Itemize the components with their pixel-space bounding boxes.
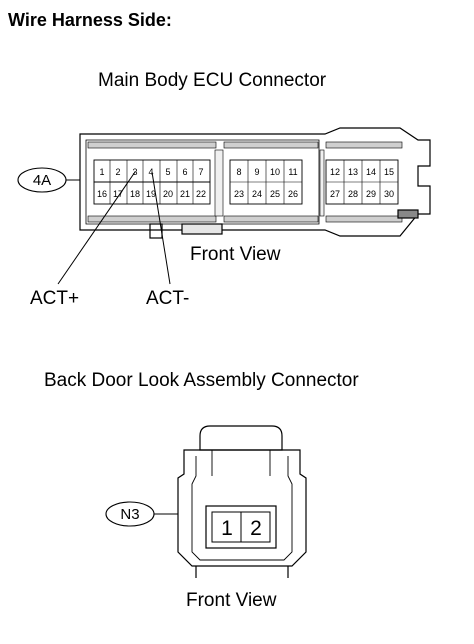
pin-label: 21 (180, 189, 190, 199)
pin-label: 24 (252, 189, 262, 199)
pin-label: 1 (221, 517, 233, 540)
pin-label: 6 (182, 167, 187, 177)
pin-label: 16 (97, 189, 107, 199)
svg-text:N3: N3 (120, 506, 139, 523)
act-minus-callout: ACT- (146, 288, 190, 309)
pin-label: 2 (250, 517, 262, 540)
pin-label: 18 (130, 189, 140, 199)
pin-label: 14 (366, 167, 376, 177)
main-ecu-pin-group-b: 8 9 10 11 23 24 25 26 (229, 159, 303, 205)
act-plus-callout: ACT+ (30, 288, 80, 309)
main-ecu-pin-group-c: 12 13 14 15 27 28 29 30 (325, 159, 399, 205)
pin-label: 17 (113, 189, 123, 199)
back-door-pin-block: 1 2 (205, 505, 277, 549)
back-door-front-view-label: Front View (186, 590, 277, 611)
main-ecu-connector-body (79, 127, 431, 239)
back-door-connector-code-tag: N3 (105, 501, 178, 527)
diagram-heading: Wire Harness Side: (8, 10, 172, 30)
pin-label: 2 (115, 167, 120, 177)
pin-label: 11 (288, 167, 297, 177)
pin-label: 8 (236, 167, 241, 177)
pin-label: 9 (254, 167, 259, 177)
back-door-connector-title: Back Door Look Assembly Connector (44, 370, 359, 391)
callout-leader-lines (57, 171, 171, 285)
pin-label: 1 (99, 167, 104, 177)
main-ecu-connector-code-tag: 4A (17, 167, 80, 193)
pin-label: 13 (348, 167, 358, 177)
main-ecu-pin-group-a-row2: 16 17 18 19 20 21 22 (93, 181, 211, 205)
svg-text:4A: 4A (33, 172, 51, 189)
pin-label: 19 (146, 189, 156, 199)
pin-label: 12 (330, 167, 340, 177)
pin-label: 25 (270, 189, 280, 199)
pin-label: 29 (366, 189, 376, 199)
pin-label: 22 (196, 189, 206, 199)
pin-label: 30 (384, 189, 394, 199)
pin-label: 15 (384, 167, 394, 177)
main-ecu-pin-group-a-row1: 1 2 3 4 5 6 7 (93, 159, 211, 204)
pin-label: 5 (165, 167, 170, 177)
pin-label: 7 (198, 167, 203, 177)
pin-label: 20 (163, 189, 173, 199)
pin-label: 23 (234, 189, 244, 199)
pin-label: 27 (330, 189, 340, 199)
pin-label: 26 (288, 189, 298, 199)
main-ecu-front-view-label: Front View (190, 244, 281, 265)
pin-label: 28 (348, 189, 358, 199)
main-ecu-connector-title: Main Body ECU Connector (98, 70, 327, 91)
pin-label: 10 (270, 167, 280, 177)
pin-label: 4 (148, 167, 153, 177)
back-door-connector-body (177, 425, 307, 578)
